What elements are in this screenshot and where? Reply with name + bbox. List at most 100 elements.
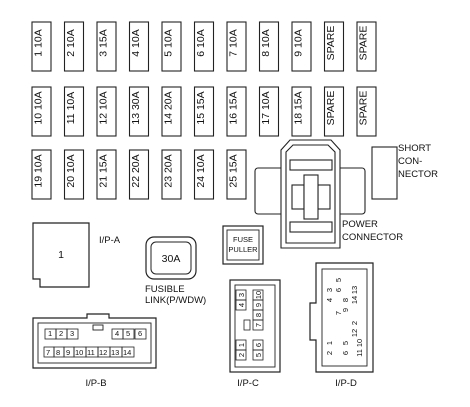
fuse-label: 19 10A	[33, 154, 45, 187]
fusible-link-label-2: LINK(P/WDW)	[145, 295, 206, 306]
ip-b-pin: 4	[115, 329, 119, 338]
fuse-slot	[128, 86, 150, 137]
connector-ip-b: 1 2 3 4 5 6 7 8 9 10 11 12 13 14 I/P-B	[32, 313, 157, 389]
fusible-link-value: 30A	[162, 253, 181, 265]
fuse-label: 8 10A	[260, 29, 272, 56]
fuse-slot	[291, 21, 312, 72]
ip-c-pin: 10	[254, 291, 263, 299]
ip-c-label: I/P-C	[237, 378, 259, 389]
ip-b-pin: 6	[138, 329, 142, 338]
fuse-slot	[128, 21, 150, 72]
ip-b-pin: 13	[111, 348, 119, 357]
fuse-slot	[128, 149, 150, 200]
fuse-puller-label-1: FUSE	[233, 235, 253, 244]
fuse-label: 6 10A	[195, 29, 207, 56]
fuse-label: 12 10A	[98, 91, 110, 124]
fuse-slot	[96, 149, 117, 200]
fuse-label: 1 10A	[33, 29, 45, 56]
fuse-slot	[258, 86, 280, 137]
power-connector: POWER CONNECTOR	[254, 139, 403, 249]
ip-a-label: I/P-A	[99, 235, 121, 246]
ip-b-pin: 5	[126, 329, 130, 338]
fuse-label: 2 10A	[65, 29, 77, 56]
ip-b-pin: 7	[46, 348, 50, 357]
fuse-slot	[356, 86, 377, 137]
ip-d-pin: 5	[334, 278, 343, 282]
fuse-slot	[63, 149, 85, 200]
ip-c-pin: 8	[254, 313, 263, 317]
ip-c-pin: 7	[254, 323, 263, 327]
ip-d-pin: 7	[334, 311, 343, 315]
ip-b-pin: 8	[56, 348, 60, 357]
fuse-label: 18 15A	[293, 91, 305, 124]
ip-a-pin: 1	[58, 249, 64, 261]
fusible-link: 30A FUSIBLE LINK(P/WDW)	[145, 236, 206, 306]
fuse-slot	[226, 149, 247, 200]
fuse-label: 22 20A	[130, 154, 142, 187]
ip-b-pin: 3	[70, 329, 74, 338]
fuse-label: 9 10A	[293, 29, 305, 56]
ip-b-pin: 12	[99, 348, 107, 357]
fuse-label: 17 10A	[260, 91, 272, 124]
fuse-slot	[31, 21, 52, 72]
ip-b-pin: 10	[75, 348, 83, 357]
ip-c-pin: 6	[254, 343, 263, 347]
ip-d-pin: 13	[350, 286, 359, 294]
fuse-slot	[226, 21, 247, 72]
ip-b-pin: 14	[123, 348, 131, 357]
fuse-label: 3 15A	[98, 29, 110, 56]
fuse-slot	[323, 86, 345, 137]
ip-d-pin: 1	[325, 341, 334, 345]
fuse-slot	[96, 86, 117, 137]
ip-b-label: I/P-B	[85, 378, 106, 389]
fuse-slot	[193, 86, 215, 137]
short-connector-label-3: NECTOR	[398, 169, 438, 180]
fuse-label: 4 10A	[130, 29, 142, 56]
connector-ip-d: 5 6 3 4 13 14 8 9 7 2 12 1 2 5 6 10 11 I…	[309, 262, 374, 389]
fuse-slot	[96, 21, 117, 72]
ip-d-pin: 14	[350, 296, 359, 304]
fuse-slot	[161, 21, 182, 72]
connector-ip-a: 1 I/P-A	[32, 222, 121, 288]
fuse-label: 13 30A	[130, 91, 142, 124]
fuse-puller-label-2: PULLER	[228, 245, 258, 254]
short-connector-label-1: SHORT	[398, 143, 431, 154]
ip-d-pin: 2	[350, 321, 359, 325]
fuse-slot	[226, 86, 247, 137]
ip-b-pin: 11	[87, 348, 95, 357]
ip-d-pin: 10	[355, 339, 364, 347]
ip-d-pin: 9	[341, 308, 350, 312]
fuse-label: SPARE	[325, 26, 337, 61]
ip-c-pin: 9	[254, 303, 263, 307]
ip-d-pin: 3	[325, 288, 334, 292]
ip-c-pin: 1	[237, 343, 246, 347]
fuse-label: 5 10A	[163, 29, 175, 56]
fuse-label: 16 15A	[228, 91, 240, 124]
ip-d-pin: 6	[334, 288, 343, 292]
fuse-slot	[356, 21, 377, 72]
fuse-label: 25 15A	[228, 154, 240, 187]
fuse-slot	[161, 149, 182, 200]
short-connector: SHORT CON- NECTOR	[371, 143, 438, 200]
fuse-label: 15 15A	[195, 91, 207, 124]
ip-d-label: I/P-D	[335, 378, 357, 389]
power-connector-label-1: POWER	[342, 219, 378, 230]
fuse-label: 7 10A	[228, 29, 240, 56]
fuse-grid: 1 10A 2 10A 3 15A 4 10A 5 10A 6 10A 7 10A 8 10A…	[31, 21, 377, 200]
fuse-puller: FUSE PULLER	[222, 225, 264, 265]
ip-d-pin: 11	[355, 349, 364, 357]
fuse-label: SPARE	[358, 91, 370, 126]
ip-c-pin: 2	[237, 353, 246, 357]
ip-c-pin: 5	[254, 353, 263, 357]
fuse-slot	[63, 21, 85, 72]
ip-b-pin: 1	[48, 329, 52, 338]
fuse-slot	[323, 21, 345, 72]
fuse-slot	[291, 86, 312, 137]
fuse-label: 10 10A	[33, 91, 45, 124]
fuse-label: SPARE	[325, 91, 337, 126]
fusible-link-label-1: FUSIBLE	[145, 284, 185, 295]
fuse-slot	[63, 86, 85, 137]
ip-d-pin: 12	[350, 329, 359, 337]
ip-d-pin: 8	[341, 298, 350, 302]
fuse-slot	[31, 149, 52, 200]
